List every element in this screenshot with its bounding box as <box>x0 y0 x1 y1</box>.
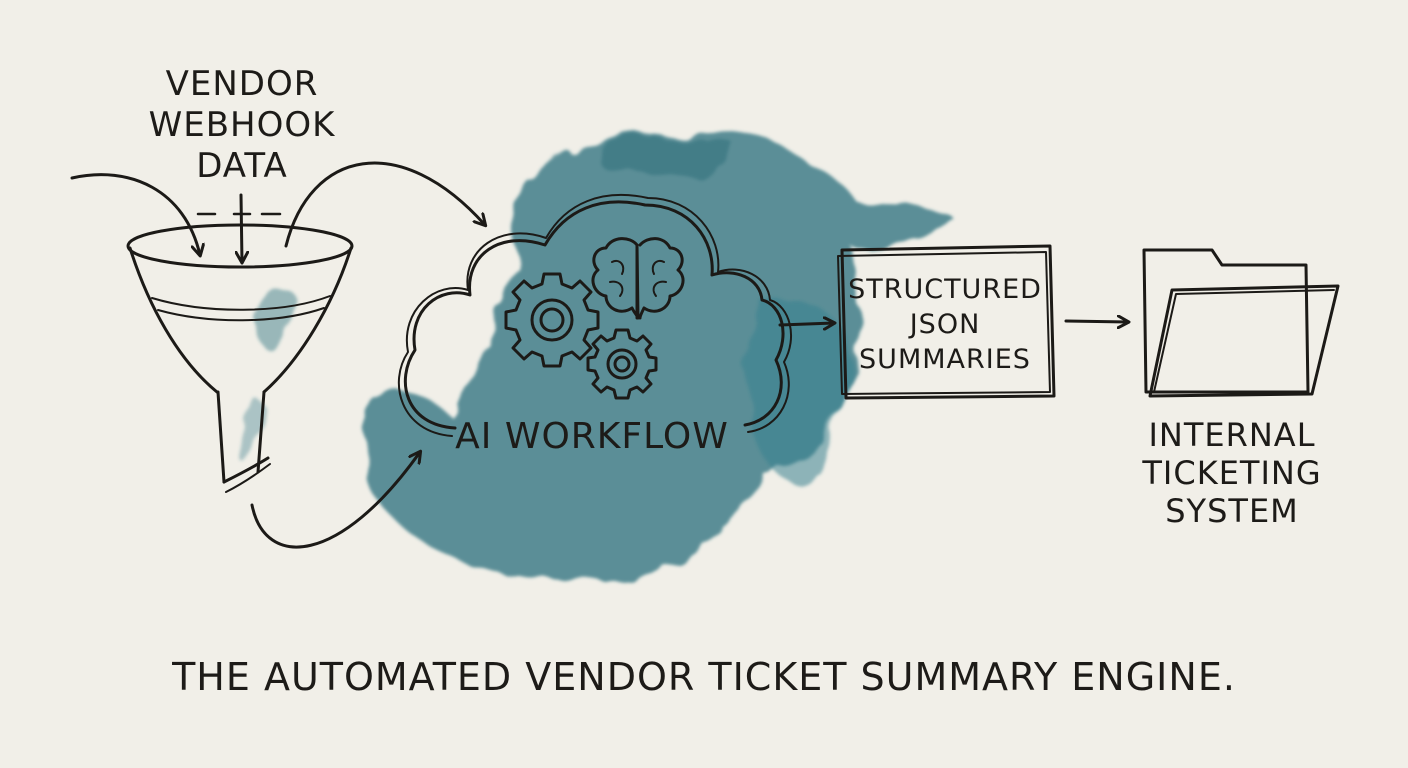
output-label-line-2: JSON <box>908 309 981 340</box>
output-label: STRUCTURED JSON SUMMARIES <box>848 274 1042 375</box>
arrow-funnel-to-cloud-bottom <box>250 452 420 549</box>
arrow-json-to-folder <box>1064 321 1128 322</box>
source-label-line-1: VENDOR <box>166 64 319 104</box>
funnel-icon <box>126 223 354 493</box>
source-label: VENDOR WEBHOOK DATA <box>149 64 337 186</box>
funnel-watercolor <box>241 288 297 465</box>
destination-label: INTERNAL TICKETING SYSTEM <box>1141 416 1321 530</box>
destination-label-line-3: SYSTEM <box>1165 492 1299 530</box>
destination-label-line-1: INTERNAL <box>1148 416 1315 454</box>
source-label-line-3: DATA <box>196 146 288 186</box>
brain-icon <box>591 237 685 320</box>
folder-icon <box>1142 248 1340 398</box>
watercolor-wash <box>362 131 955 582</box>
output-label-line-3: SUMMARIES <box>859 344 1031 375</box>
arrow-funnel-to-cloud-top <box>284 161 485 248</box>
arrow-cloud-to-json <box>778 323 834 325</box>
gear-icon <box>504 272 600 368</box>
document-box <box>837 244 1056 400</box>
process-label: AI WORKFLOW <box>455 416 729 457</box>
input-arrows <box>70 173 282 262</box>
output-label-line-1: STRUCTURED <box>848 274 1042 305</box>
diagram-caption: THE AUTOMATED VENDOR TICKET SUMMARY ENGI… <box>171 655 1236 699</box>
destination-label-line-2: TICKETING <box>1141 454 1321 492</box>
source-label-line-2: WEBHOOK <box>149 105 337 145</box>
gear-icon <box>586 328 658 400</box>
